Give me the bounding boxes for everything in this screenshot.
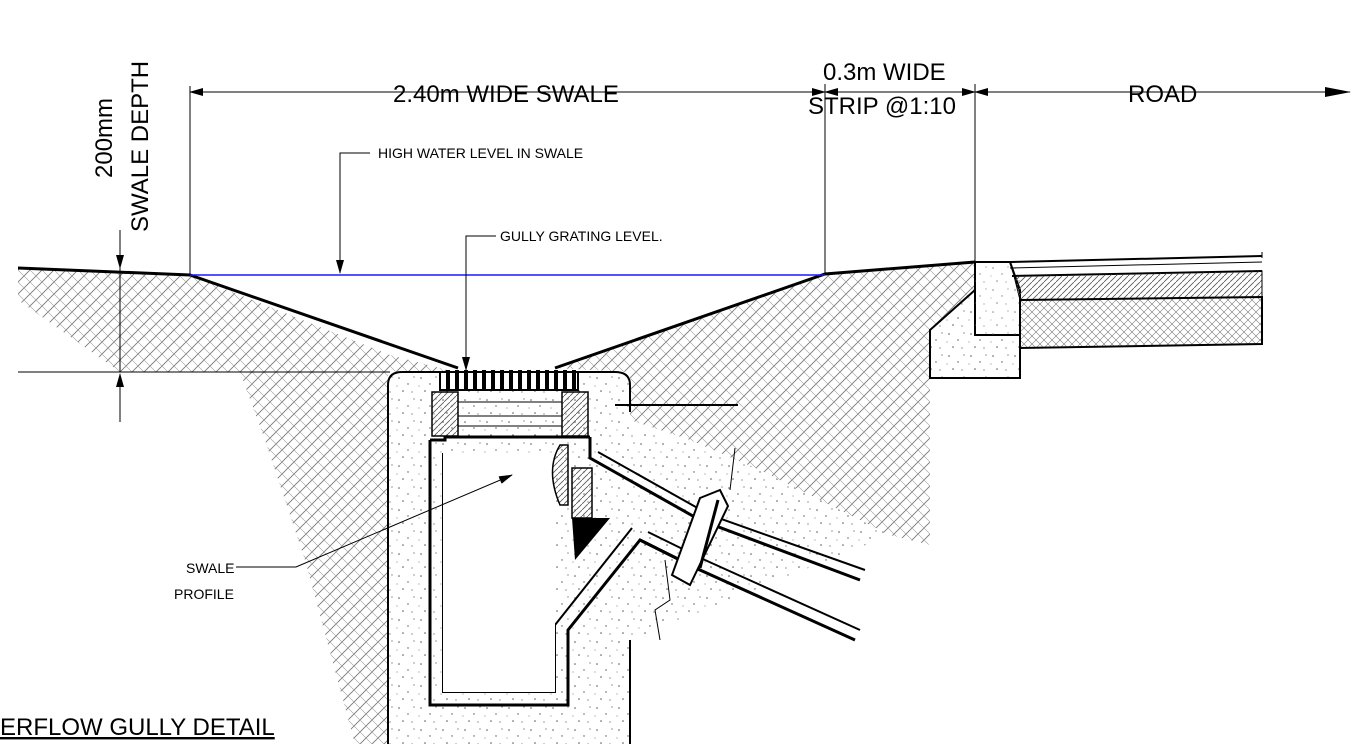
gully-grating: [431, 370, 589, 437]
depth-label-line1: 200mm: [91, 98, 118, 178]
grating-bar: [527, 370, 531, 390]
high-water-note: HIGH WATER LEVEL IN SWALE: [378, 145, 583, 161]
strip-width-label-line1: 0.3m WIDE: [823, 59, 946, 86]
grating-bar: [455, 370, 459, 390]
swale-profile-note-line2: PROFILE: [174, 586, 234, 602]
grating-bar: [536, 370, 540, 390]
leaders: [236, 152, 513, 568]
grating-bar: [500, 370, 504, 390]
road-kerb: [929, 252, 1263, 379]
grating-level-note: GULLY GRATING LEVEL.: [500, 228, 663, 244]
grating-bar: [446, 370, 450, 390]
drawing-title: ERFLOW GULLY DETAIL: [0, 714, 275, 741]
road-label: ROAD: [1128, 81, 1197, 108]
grating-bar: [563, 370, 567, 390]
grating-bar: [491, 370, 495, 390]
grating-bar: [554, 370, 558, 390]
dimension-lines: [18, 84, 1351, 422]
grating-bar: [518, 370, 522, 390]
depth-label-line2: SWALE DEPTH: [127, 61, 154, 232]
strip-width-label-line2: STRIP @1:10: [808, 93, 956, 120]
grating-bar: [545, 370, 549, 390]
grating-bar: [509, 370, 513, 390]
grating-bar: [473, 370, 477, 390]
grating-bar: [464, 370, 468, 390]
swale-profile-note-line1: SWALE: [186, 560, 235, 576]
gully-chamber: [387, 371, 890, 744]
grating-bar: [482, 370, 486, 390]
grating-bar: [572, 370, 576, 390]
swale-width-label: 2.40m WIDE SWALE: [393, 81, 619, 108]
